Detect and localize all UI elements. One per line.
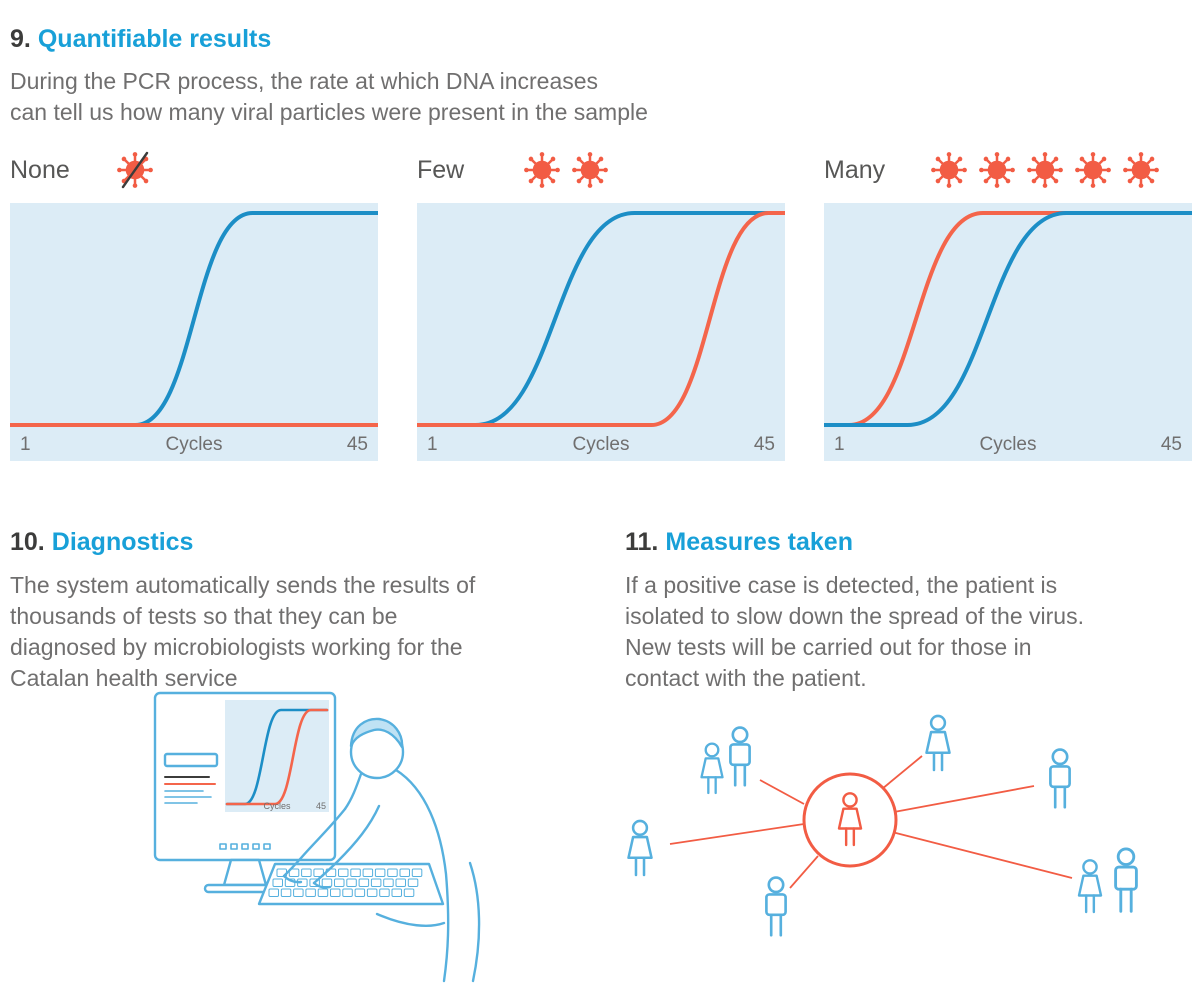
isolation-circle: [802, 772, 898, 868]
pcr-curve-orange: [417, 211, 785, 427]
x-axis: 1 Cycles 45: [417, 434, 785, 461]
contact-line: [881, 755, 923, 790]
axis-title: Cycles: [165, 434, 223, 455]
chart-panel-many: Many 1 Cycles 45: [824, 150, 1192, 461]
person-figure-woman: [1077, 859, 1103, 914]
pcr-curve-orange: [824, 211, 1192, 427]
axis-start-label: 1: [20, 434, 31, 455]
chart-label-row: Few: [417, 150, 785, 190]
section-9-title: Quantifiable results: [37, 25, 272, 53]
contact-line: [891, 831, 1073, 879]
person-hand-right: [312, 881, 332, 889]
person-arm-left: [282, 807, 347, 878]
person-figure-man: [729, 726, 751, 787]
contact-tracing-illustration: [627, 714, 1138, 937]
pcr-curve-blue: [824, 211, 1192, 427]
section-11-number: 11.: [625, 528, 659, 556]
person-figure-woman: [925, 714, 951, 772]
axis-end-label: 45: [346, 434, 368, 455]
slash-icon: [121, 151, 149, 189]
viral-load-label: Many: [824, 155, 886, 184]
section-11-title: Measures taken: [665, 528, 853, 556]
section-10-heading: 10.Diagnostics: [10, 528, 193, 557]
person-figure-man: [765, 876, 787, 937]
monitor-curve-orange: [225, 708, 329, 806]
virus-icon: [931, 152, 967, 188]
person-neck: [343, 772, 363, 811]
virus-icon: [979, 152, 1015, 188]
person-back: [394, 768, 450, 983]
virus-icons: [116, 151, 154, 189]
section-10-title: Diagnostics: [51, 528, 194, 556]
x-axis: 1 Cycles 45: [10, 434, 378, 461]
person-figure-woman: [627, 819, 653, 877]
contact-line: [669, 823, 805, 845]
virus-icons: [523, 151, 609, 189]
person-hand-left: [282, 874, 303, 884]
person-figure-woman: [700, 742, 724, 795]
viral-load-label: None: [10, 155, 70, 184]
section-9-description: During the PCR process, the rate at whic…: [10, 68, 648, 125]
chair-back: [468, 861, 481, 983]
virus-icon: [1075, 152, 1111, 188]
x-axis: 1 Cycles 45: [824, 434, 1192, 461]
chart-panel-none: None 1 Cycles 45: [10, 150, 378, 461]
person-lap: [375, 912, 446, 927]
axis-end-label: 45: [753, 434, 775, 455]
virus-icon: [1123, 152, 1159, 188]
virus-icon: [1027, 152, 1063, 188]
pcr-curves-plot: [417, 211, 785, 427]
axis-title: Cycles: [979, 434, 1037, 455]
pcr-curve-blue: [417, 211, 785, 427]
monitor-taskbar: [219, 843, 271, 850]
chart-panel-few: Few 1 Cycles 45: [417, 150, 785, 461]
virus-icons: [930, 151, 1160, 189]
monitor-report-card: [163, 752, 219, 768]
chart-label-row: Many: [824, 150, 1192, 190]
monitor-axis-end: 45: [316, 801, 326, 811]
person-figure-man: [1049, 748, 1071, 809]
axis-start-label: 1: [427, 434, 438, 455]
contact-line: [893, 785, 1035, 813]
pcr-curves-plot: [10, 211, 378, 427]
section-11-description: If a positive case is detected, the pati…: [625, 572, 1084, 691]
monitor-chart-bg: [225, 700, 329, 812]
contact-line: [789, 855, 819, 889]
axis-start-label: 1: [834, 434, 845, 455]
section-11-heading: 11.Measures taken: [625, 528, 853, 557]
person-hair: [349, 717, 404, 749]
diagnostics-illustration: Cycles 45: [153, 691, 481, 983]
section-10-number: 10.: [10, 528, 45, 556]
pcr-chart: 1 Cycles 45: [824, 203, 1192, 461]
virus-icon-crossed: [117, 151, 153, 189]
section-9-number: 9.: [10, 25, 31, 53]
axis-end-label: 45: [1160, 434, 1182, 455]
monitor-axis-label: Cycles: [263, 801, 291, 811]
monitor-text-lines: [164, 790, 212, 804]
chart-label-row: None: [10, 150, 378, 190]
patient-figure: [837, 792, 863, 847]
pcr-curve-blue: [10, 211, 378, 427]
contact-line: [759, 779, 805, 805]
virus-icon: [572, 152, 608, 188]
keyboard-keys: [268, 868, 423, 897]
pcr-curves-plot: [824, 211, 1192, 427]
pcr-chart: 1 Cycles 45: [417, 203, 785, 461]
person-arm-right: [312, 804, 381, 885]
section-10-description: The system automatically sends the resul…: [10, 572, 476, 691]
monitor-stand: [222, 858, 268, 887]
axis-title: Cycles: [572, 434, 630, 455]
viral-load-label: Few: [417, 155, 465, 184]
person-figure-man: [1114, 847, 1138, 913]
virus-icon: [524, 152, 560, 188]
pcr-chart: 1 Cycles 45: [10, 203, 378, 461]
section-9-heading: 9.Quantifiable results: [10, 25, 271, 54]
